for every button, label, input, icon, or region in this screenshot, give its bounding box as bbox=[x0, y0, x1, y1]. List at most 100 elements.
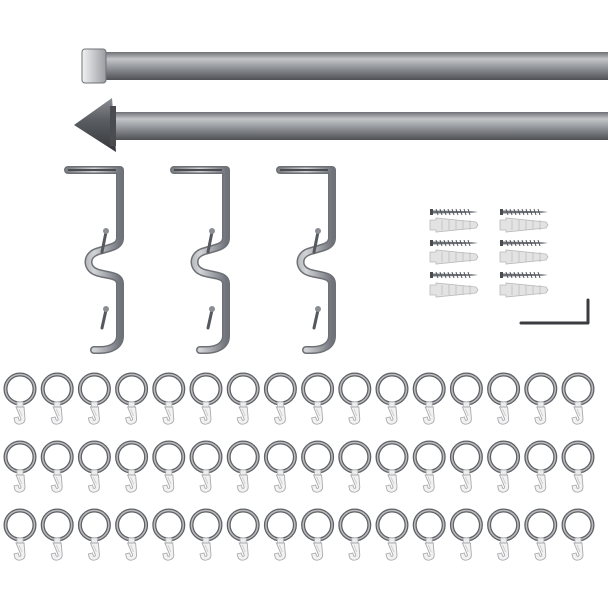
curtain-ring bbox=[375, 440, 409, 493]
curtain-ring bbox=[449, 440, 483, 493]
curtain-ring bbox=[301, 372, 335, 425]
ring-clip bbox=[422, 401, 435, 425]
ring-clip bbox=[125, 401, 138, 425]
curtain-ring bbox=[524, 372, 558, 425]
curtain-ring bbox=[40, 372, 74, 425]
allen-key bbox=[519, 298, 590, 325]
curtain-ring bbox=[561, 372, 595, 425]
ring-clip bbox=[87, 537, 100, 561]
curtain-ring bbox=[3, 372, 37, 425]
ring-clip bbox=[311, 469, 324, 493]
curtain-ring bbox=[449, 372, 483, 425]
bracket bbox=[170, 166, 230, 354]
ring-clip bbox=[534, 537, 547, 561]
curtain-ring bbox=[338, 372, 372, 425]
wall-plug bbox=[429, 249, 479, 265]
wall-plug bbox=[499, 217, 549, 233]
ring-clip bbox=[422, 537, 435, 561]
curtain-ring bbox=[189, 508, 223, 561]
ring-clip bbox=[50, 537, 63, 561]
ring-clip bbox=[348, 401, 361, 425]
curtain-ring bbox=[40, 440, 74, 493]
curtain-ring bbox=[375, 508, 409, 561]
ring-clip bbox=[497, 401, 510, 425]
curtain-ring bbox=[524, 508, 558, 561]
bracket bbox=[276, 166, 336, 354]
screw bbox=[430, 271, 478, 279]
rod-cone-finial bbox=[74, 98, 608, 152]
curtain-ring bbox=[226, 440, 260, 493]
wall-plug bbox=[499, 282, 549, 298]
curtain-ring bbox=[561, 508, 595, 561]
ring-clip bbox=[199, 537, 212, 561]
ring-clip bbox=[125, 537, 138, 561]
curtain-ring bbox=[412, 440, 446, 493]
ring-clip bbox=[13, 537, 26, 561]
ring-clip bbox=[348, 469, 361, 493]
wall-plug bbox=[429, 282, 479, 298]
curtain-ring bbox=[487, 372, 521, 425]
bracket bbox=[64, 166, 124, 354]
curtain-ring bbox=[3, 440, 37, 493]
curtain-ring bbox=[77, 508, 111, 561]
screw bbox=[430, 208, 478, 216]
ring-clip bbox=[13, 469, 26, 493]
curtain-ring bbox=[3, 508, 37, 561]
ring-clip bbox=[50, 401, 63, 425]
ring-clip bbox=[162, 537, 175, 561]
curtain-ring bbox=[226, 372, 260, 425]
curtain-ring bbox=[263, 372, 297, 425]
curtain-ring bbox=[77, 372, 111, 425]
ring-clip bbox=[273, 401, 286, 425]
curtain-ring bbox=[412, 372, 446, 425]
curtain-ring bbox=[524, 440, 558, 493]
curtain-ring bbox=[189, 440, 223, 493]
curtain-ring bbox=[301, 440, 335, 493]
curtain-ring bbox=[226, 508, 260, 561]
ring-clip bbox=[534, 401, 547, 425]
curtain-ring bbox=[115, 508, 149, 561]
ring-clip bbox=[273, 469, 286, 493]
curtain-ring bbox=[115, 372, 149, 425]
ring-clip bbox=[459, 469, 472, 493]
ring-clip bbox=[311, 537, 324, 561]
screw bbox=[500, 239, 548, 247]
rod-flat-end-cap bbox=[81, 48, 608, 84]
curtain-ring bbox=[263, 508, 297, 561]
ring-clip bbox=[273, 537, 286, 561]
ring-clip bbox=[199, 469, 212, 493]
ring-clip bbox=[236, 537, 249, 561]
curtain-ring bbox=[189, 372, 223, 425]
ring-clip bbox=[459, 401, 472, 425]
curtain-ring bbox=[449, 508, 483, 561]
ring-clip bbox=[534, 469, 547, 493]
curtain-ring bbox=[115, 440, 149, 493]
curtain-ring bbox=[152, 440, 186, 493]
ring-clip bbox=[50, 469, 63, 493]
curtain-ring bbox=[487, 508, 521, 561]
ring-clip bbox=[236, 401, 249, 425]
ring-clip bbox=[236, 469, 249, 493]
ring-clip bbox=[348, 537, 361, 561]
curtain-ring bbox=[152, 372, 186, 425]
ring-clip bbox=[13, 401, 26, 425]
wall-plug bbox=[499, 249, 549, 265]
ring-clip bbox=[385, 537, 398, 561]
ring-clip bbox=[311, 401, 324, 425]
ring-clip bbox=[385, 401, 398, 425]
ring-clip bbox=[162, 469, 175, 493]
curtain-ring bbox=[375, 372, 409, 425]
ring-clip bbox=[125, 469, 138, 493]
ring-clip bbox=[199, 401, 212, 425]
ring-clip bbox=[571, 401, 584, 425]
screw bbox=[430, 239, 478, 247]
ring-clip bbox=[459, 537, 472, 561]
curtain-ring bbox=[152, 508, 186, 561]
ring-clip bbox=[571, 537, 584, 561]
ring-clip bbox=[571, 469, 584, 493]
curtain-ring bbox=[77, 440, 111, 493]
screw bbox=[500, 271, 548, 279]
ring-clip bbox=[497, 537, 510, 561]
ring-clip bbox=[87, 401, 100, 425]
